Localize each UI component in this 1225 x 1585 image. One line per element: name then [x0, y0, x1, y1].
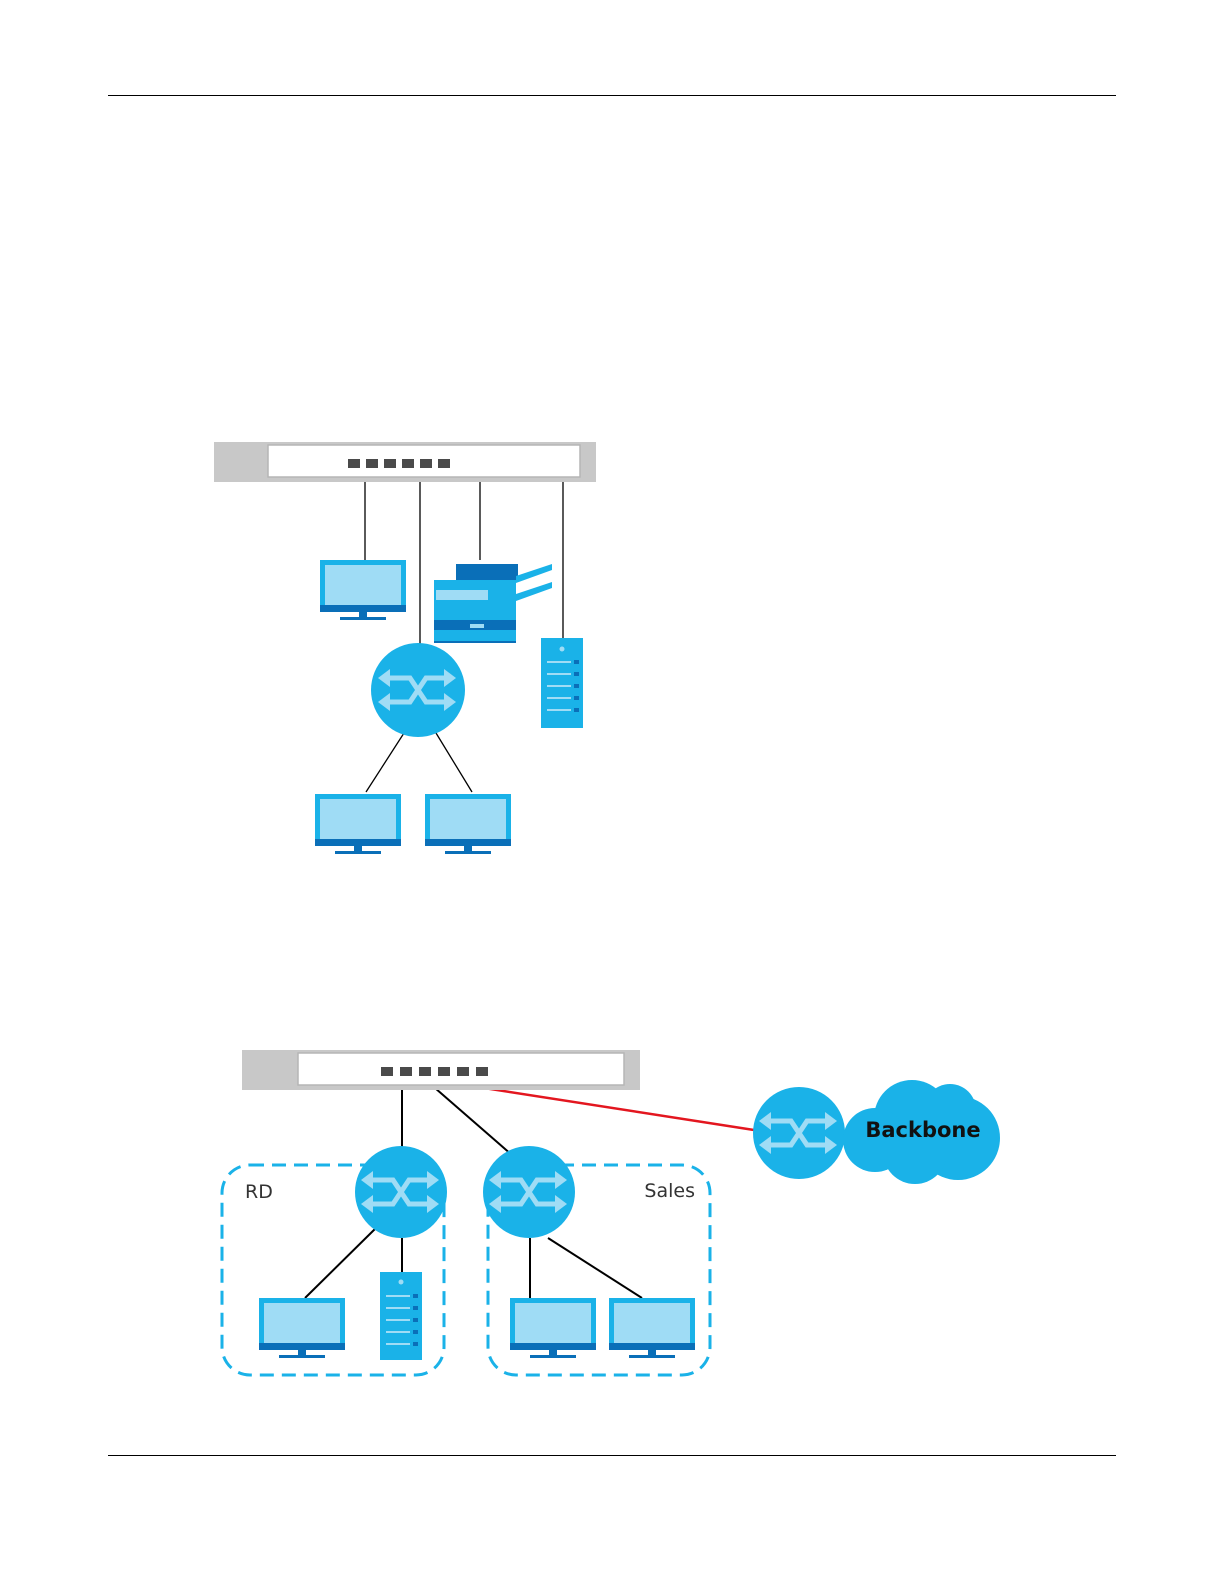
router-icon — [483, 1146, 575, 1238]
computer-icon — [259, 1298, 345, 1358]
footer-rule — [108, 1455, 1116, 1456]
server-icon — [380, 1272, 422, 1360]
backbone-label: Backbone — [865, 1118, 980, 1142]
group-rd-label: RD — [245, 1181, 273, 1203]
group-sales-label: Sales — [644, 1180, 695, 1202]
computer-icon — [609, 1298, 695, 1358]
link-uplink-backbone — [484, 1088, 754, 1130]
switch-icon — [242, 1050, 640, 1090]
router-icon — [753, 1087, 845, 1179]
link-switch-sales-router — [435, 1088, 512, 1155]
computer-icon — [510, 1298, 596, 1358]
link-rd-router-computer — [305, 1226, 378, 1298]
link-sales-router-computer-right — [548, 1238, 642, 1298]
router-icon — [355, 1146, 447, 1238]
network-diagram-vlan: Backbone RD Sales — [0, 0, 1225, 1440]
